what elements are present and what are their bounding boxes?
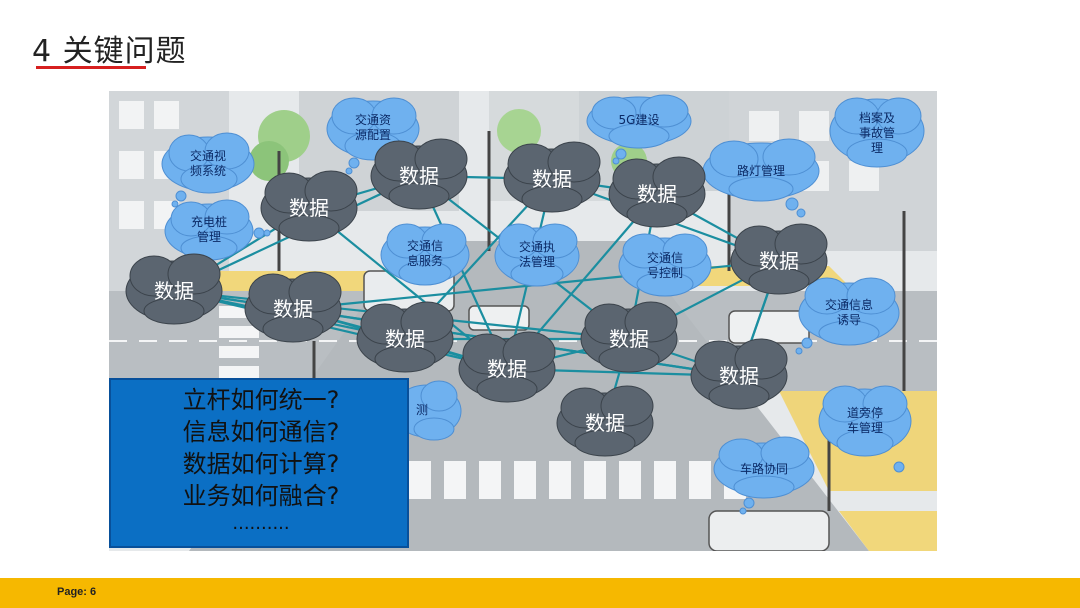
title-underline (36, 66, 146, 69)
slide-title: 4 关键问题 (32, 26, 187, 70)
key-questions-box: 立杆如何统一? 信息如何通信? 数据如何计算? 业务如何融合? ........… (109, 378, 409, 548)
question-business-fusion: 业务如何融合? (111, 482, 411, 510)
question-computation: 数据如何计算? (111, 450, 411, 478)
question-communication: 信息如何通信? (111, 418, 411, 446)
footer-bar (0, 578, 1080, 608)
page-number: Page: 6 (57, 586, 96, 598)
question-ellipsis: .......... (111, 510, 411, 538)
question-pole-unification: 立杆如何统一? (111, 386, 411, 414)
